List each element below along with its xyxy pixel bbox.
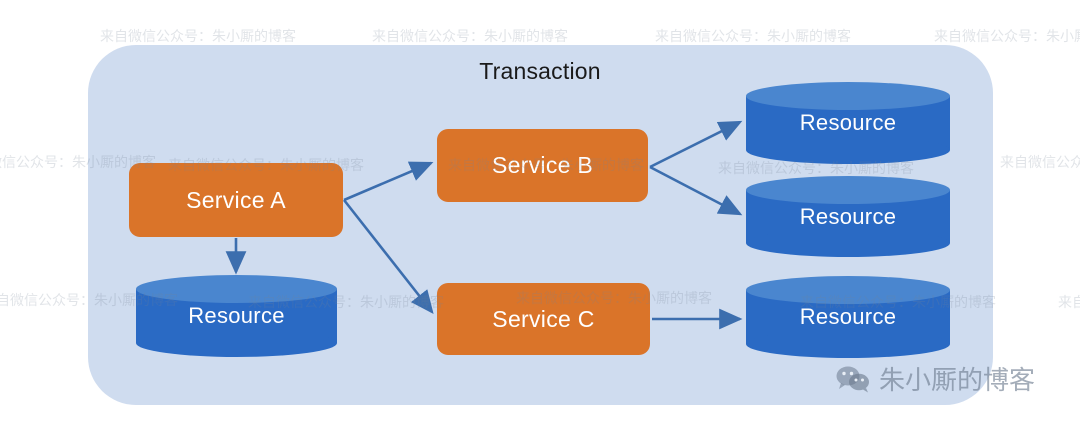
resource-label: Resource: [799, 110, 897, 135]
watermark-text: 来自微信公众号：朱小厮的博客: [372, 29, 568, 45]
service-a-label: Service A: [186, 186, 286, 213]
resource-label: Resource: [188, 303, 285, 328]
wechat-icon: [836, 366, 869, 392]
resource-cylinder-mid-right[interactable]: Resource: [746, 176, 950, 257]
brand-badge: 朱小厮的博客: [836, 360, 1035, 397]
service-c-label: Service C: [492, 305, 595, 332]
brand-name: 朱小厮的博客: [879, 366, 1036, 396]
service-c-box[interactable]: Service C: [437, 283, 650, 355]
watermark-text: 来自微信公众号：朱小厮的博客: [934, 29, 1080, 45]
resource-cylinder-bottom-left[interactable]: Resource: [136, 275, 337, 357]
service-b-box[interactable]: Service B: [437, 129, 648, 202]
cylinder-top-ellipse: [746, 82, 950, 110]
resource-cylinder-bottom-right[interactable]: Resource: [746, 276, 950, 358]
cylinder-top-ellipse: [136, 275, 337, 303]
page-title: Transaction: [479, 58, 601, 84]
cylinder-bottom-ellipse: [746, 136, 950, 164]
watermark-text: 来自微信公众号：朱小厮的博客: [100, 29, 296, 45]
resource-label: Resource: [799, 304, 897, 329]
cylinder-bottom-ellipse: [746, 330, 950, 358]
service-a-box[interactable]: Service A: [129, 163, 343, 237]
cylinder-bottom-ellipse: [136, 329, 337, 357]
cylinder-top-ellipse: [746, 176, 950, 204]
cylinder-top-ellipse: [746, 276, 950, 304]
watermark-text: 来自微信公众号：朱小厮的博客: [655, 29, 851, 45]
resource-label: Resource: [799, 203, 897, 229]
service-b-label: Service B: [491, 152, 594, 178]
watermark-text: 来自微信公众号：朱小厮的博客: [1000, 155, 1080, 171]
resource-cylinder-top-right[interactable]: Resource: [746, 82, 950, 164]
cylinder-bottom-ellipse: [746, 229, 950, 257]
watermark-text: 来自微信公众号：朱小厮的博客: [1058, 295, 1080, 311]
